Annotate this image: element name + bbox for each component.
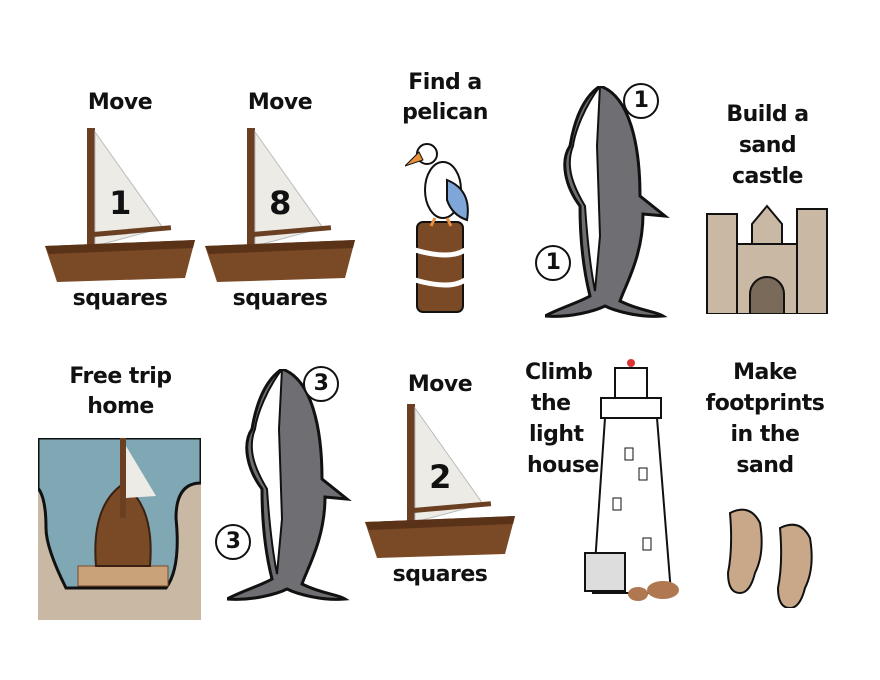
move-number: 2: [429, 458, 451, 496]
shark-number-top: 3: [313, 371, 329, 396]
sand-castle-card[interactable]: Build a sand castle: [700, 100, 835, 320]
card-text-line: sand: [736, 453, 794, 478]
lighthouse-icon: [584, 359, 679, 601]
card-top-label: Move: [407, 372, 473, 397]
card-bottom-label: squares: [232, 286, 328, 311]
shark-card-1[interactable]: 1 1: [530, 82, 670, 322]
shark-number-badge: [623, 83, 659, 119]
footprints-icon: [726, 508, 813, 608]
card-text-line: footprints: [705, 391, 825, 416]
card-top-label: Move: [87, 90, 153, 115]
card-top-label: Move: [247, 90, 313, 115]
footprints-card[interactable]: Make footprints in the sand: [705, 358, 825, 608]
card-bottom-label: squares: [392, 562, 488, 587]
sand-castle-icon: [706, 204, 828, 314]
move-card-2[interactable]: Move 2 squares: [365, 370, 520, 600]
move-card-8[interactable]: Move 8 squares: [205, 88, 360, 318]
move-card-1[interactable]: Move 1 squares: [45, 88, 200, 318]
card-bottom-label: squares: [72, 286, 168, 311]
card-text-line: castle: [732, 164, 803, 189]
card-text-line: Free trip: [69, 364, 172, 389]
card-text-line: Make: [733, 360, 797, 385]
harbor-boat-icon: [38, 438, 201, 620]
card-text-line: Build a: [726, 102, 809, 127]
shark-number-top: 1: [633, 88, 649, 113]
shark-card-3[interactable]: 3 3: [212, 365, 352, 605]
find-pelican-card[interactable]: Find a pelican: [390, 68, 500, 328]
card-text-line: pelican: [402, 100, 488, 125]
move-number: 1: [109, 184, 131, 222]
card-text-line: light: [529, 422, 584, 447]
card-text-line: the: [531, 391, 571, 416]
card-text-line: home: [87, 394, 154, 419]
lighthouse-card[interactable]: Climb the light house: [525, 358, 685, 608]
move-number: 8: [269, 184, 291, 222]
card-text-line: in the: [730, 422, 800, 447]
shark-number-badge: [303, 366, 339, 402]
card-text-line: Find a: [408, 70, 482, 95]
pelican-icon: [405, 143, 469, 313]
shark-number-badge: [215, 524, 251, 560]
shark-icon: [545, 86, 667, 318]
free-trip-home-card[interactable]: Free trip home: [38, 362, 203, 622]
shark-icon: [227, 369, 349, 601]
card-text-line: sand: [738, 133, 797, 158]
shark-number-bottom: 3: [225, 529, 241, 554]
card-text-line: Climb: [525, 360, 593, 385]
shark-number-bottom: 1: [545, 250, 561, 275]
shark-number-badge: [535, 245, 571, 281]
card-text-line: house: [527, 453, 599, 478]
